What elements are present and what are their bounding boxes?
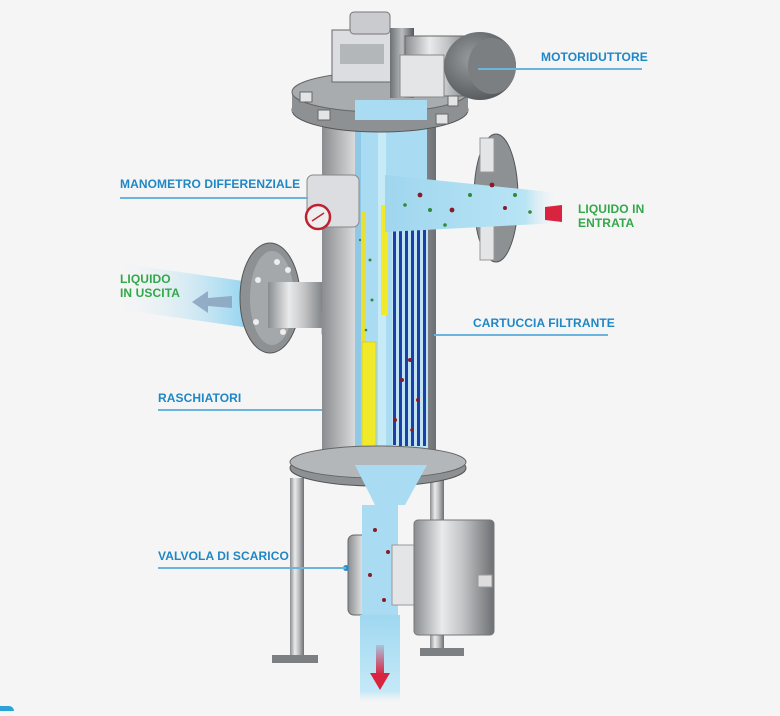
corner-accent — [0, 706, 14, 711]
outlet-liquid-stream — [110, 262, 250, 328]
label-cartuccia: CARTUCCIA FILTRANTE — [473, 316, 615, 330]
inlet-particles — [403, 182, 532, 227]
gear-motor — [331, 11, 516, 100]
label-raschiatori: RASCHIATORI — [158, 391, 242, 405]
label-motoriduttore: MOTORIDUTTORE — [541, 50, 648, 64]
label-liquido-uscita-1: LIQUIDO — [120, 272, 171, 286]
leader-line-valvola — [158, 567, 346, 569]
outlet-pipe — [268, 282, 328, 328]
leader-line-raschiatori — [158, 409, 322, 411]
leader-line-manometro — [120, 197, 308, 199]
particles — [358, 238, 420, 432]
label-liquido-entrata-1: LIQUIDO IN — [578, 202, 645, 216]
label-liquido-uscita-2: IN USCITA — [120, 286, 181, 300]
leader-line-cartuccia — [434, 334, 608, 336]
label-manometro: MANOMETRO DIFFERENZIALE — [120, 177, 301, 191]
drain-arrow-icon — [370, 645, 390, 690]
label-liquido-entrata-2: ENTRATA — [578, 216, 635, 230]
leader-line-motoriduttore — [478, 68, 642, 70]
differential-gauge — [304, 174, 360, 231]
filter-cartridge — [392, 200, 428, 450]
inlet-arrow-icon — [545, 205, 562, 222]
inlet-liquid-stream — [385, 175, 560, 232]
support-leg-left — [290, 478, 304, 660]
outlet-arrow-icon — [192, 291, 232, 313]
discharge-valve — [343, 505, 495, 640]
label-valvola: VALVOLA DI SCARICO — [158, 549, 289, 563]
